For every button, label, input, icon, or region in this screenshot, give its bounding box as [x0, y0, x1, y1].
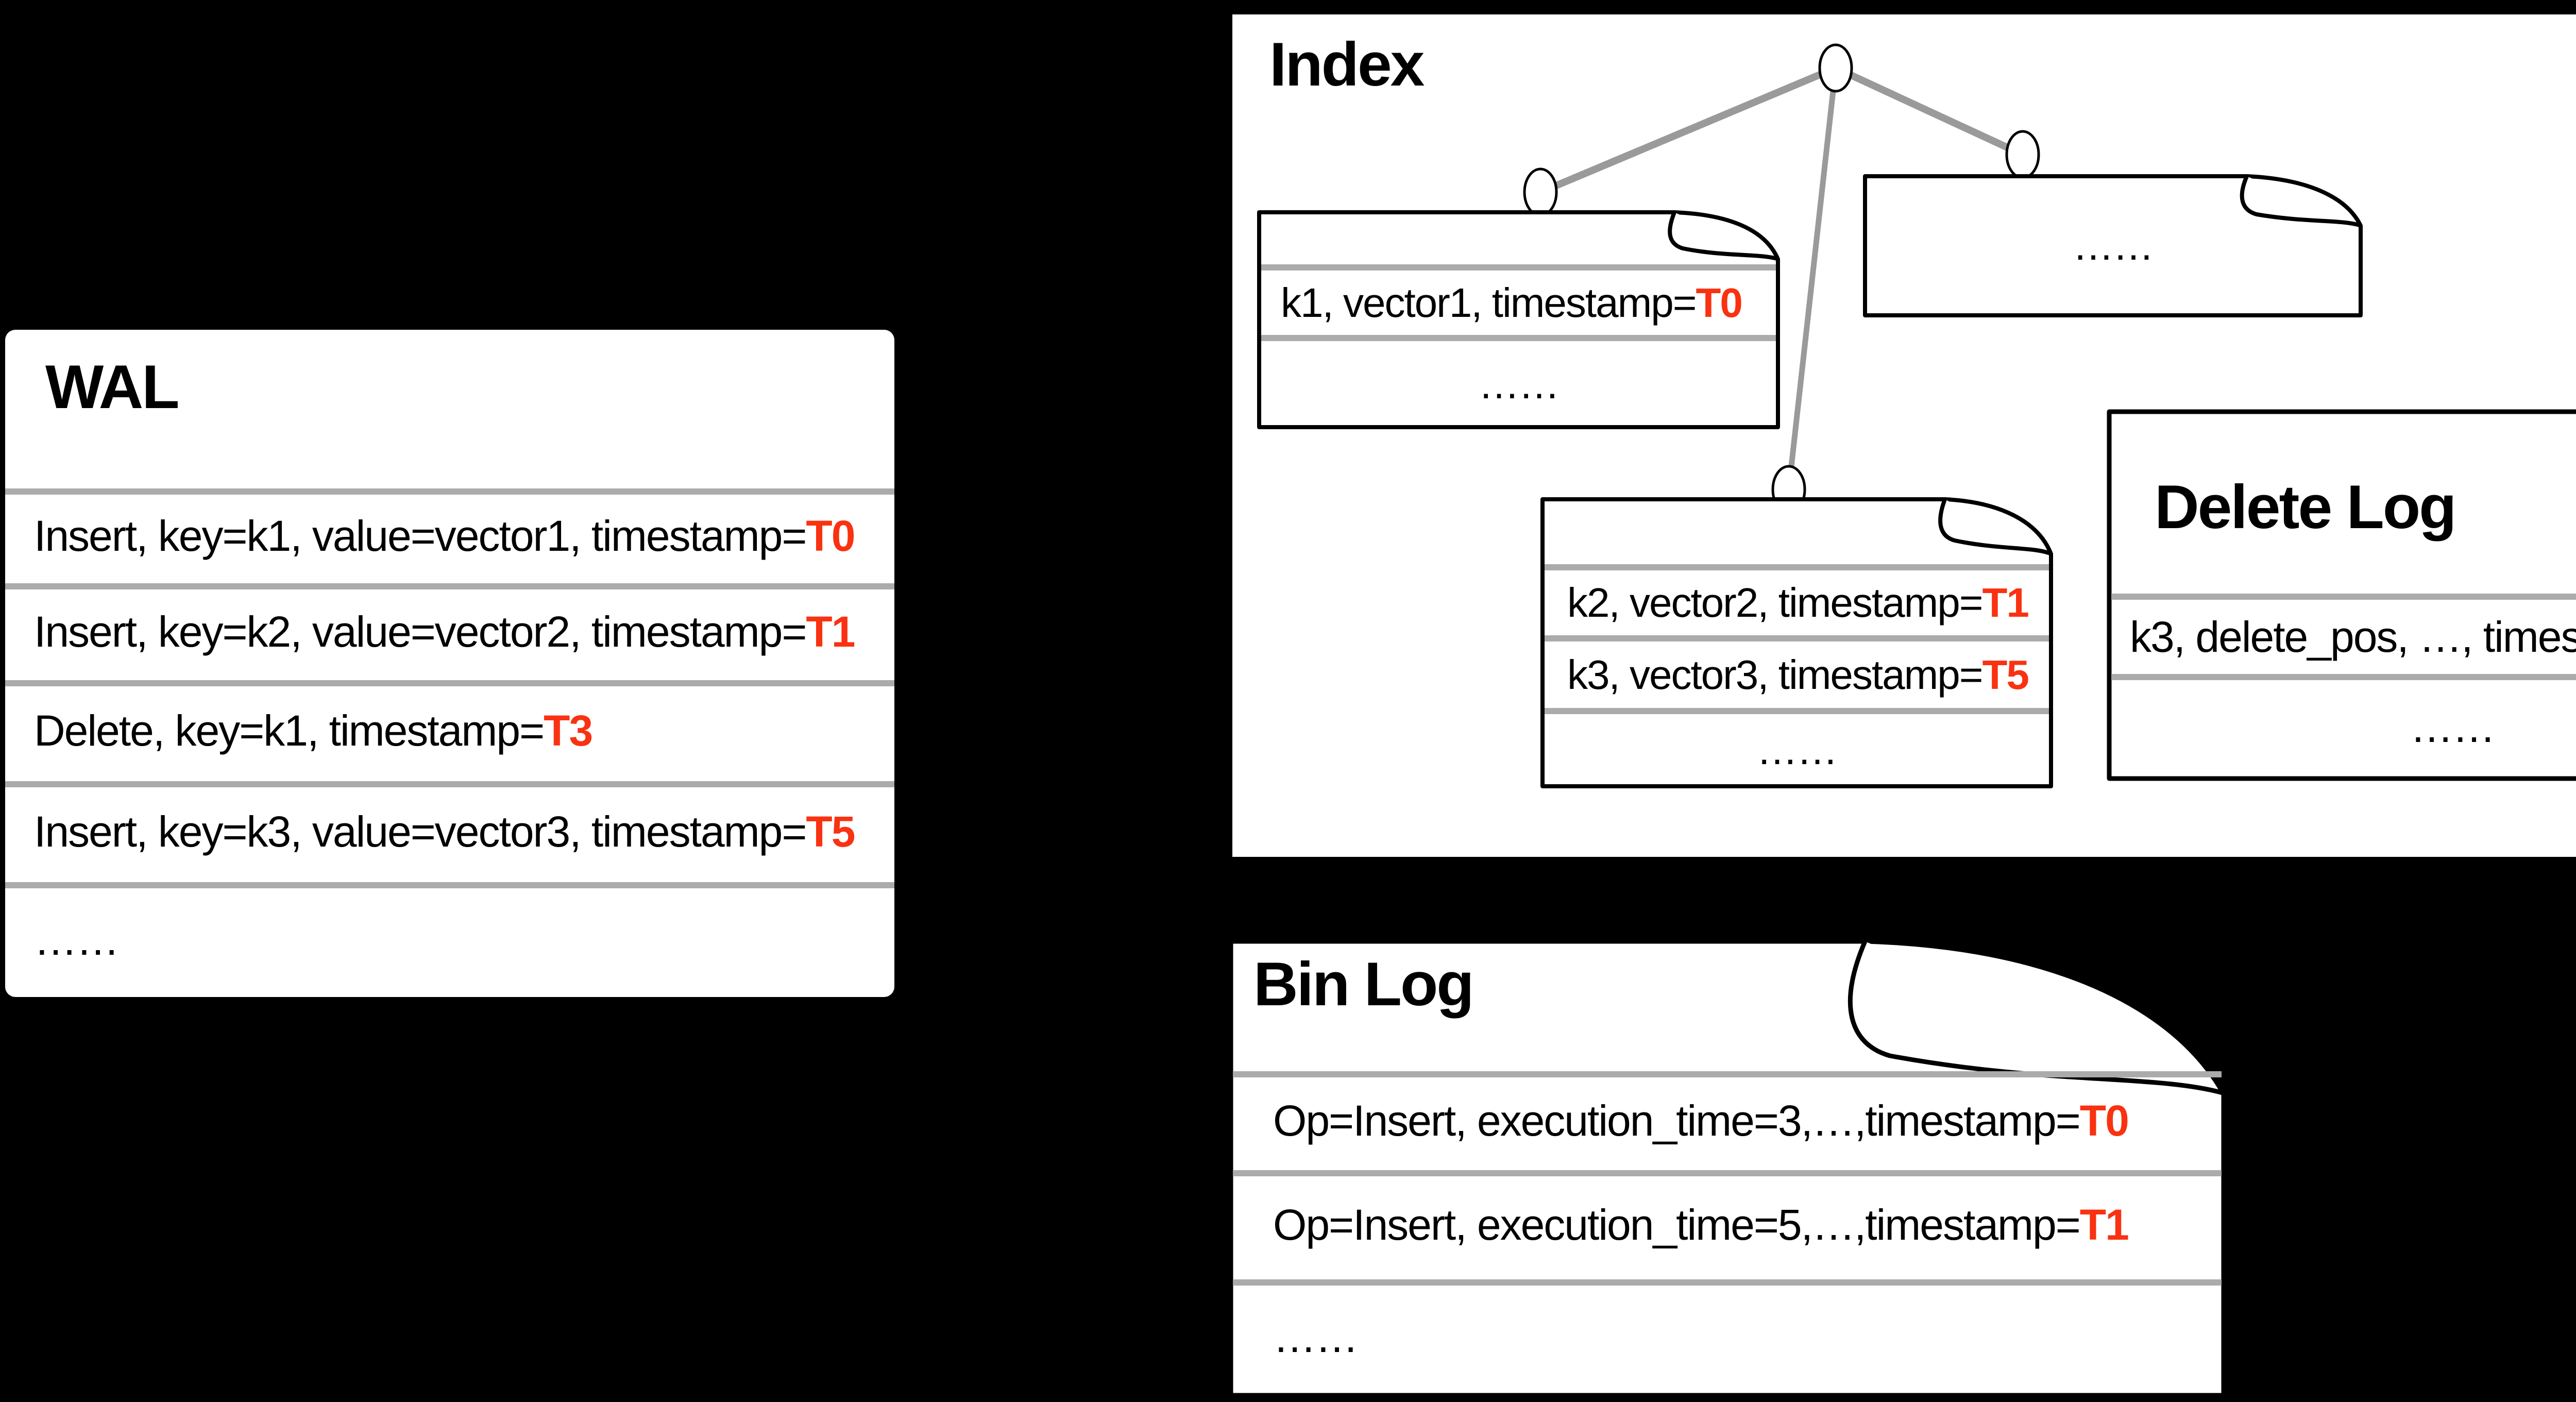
document-body: Delete Log k3, delete_pos, …, timestamp=…	[2107, 410, 2576, 781]
wal-row: Delete, key=k1, timestamp=T3	[9, 686, 890, 775]
timestamp-value: T1	[806, 607, 855, 656]
separator	[5, 781, 894, 787]
wal-row: Insert, key=k2, value=vector2, timestamp…	[9, 589, 890, 674]
separator	[1233, 1071, 2222, 1077]
tree-child-node-left	[1523, 167, 1558, 217]
tree-edge-middle	[1786, 67, 1839, 490]
separator	[1261, 264, 1776, 271]
wal-box: WAL Insert, key=k1, value=vector1, times…	[5, 330, 894, 997]
separator	[1233, 1279, 2222, 1286]
bin-log-row-ellipsis: ……	[1273, 1312, 1359, 1361]
delete-log-row-text: k3, delete_pos, …, timestamp=	[2130, 612, 2576, 661]
bin-log-row: ……	[1233, 1286, 2222, 1389]
separator	[5, 488, 894, 495]
separator	[2111, 594, 2576, 600]
separator	[1545, 635, 2049, 641]
segment-row: ……	[1261, 341, 1776, 427]
tree-edge-right	[1834, 64, 2024, 158]
segment-row-text: k3, vector3, timestamp=	[1567, 651, 1983, 698]
delete-log-row: ……	[2111, 680, 2576, 774]
wal-row: Insert, key=k3, value=vector3, timestamp…	[9, 787, 890, 876]
document-body: k2, vector2, timestamp=T1 k3, vector3, t…	[1540, 497, 2053, 788]
segment-row-ellipsis: ……	[2073, 223, 2154, 268]
tree-root-node	[1818, 43, 1853, 93]
wal-row-text: Insert, key=k3, value=vector3, timestamp…	[34, 807, 807, 856]
wal-row-text: Insert, key=k2, value=vector2, timestamp…	[34, 607, 807, 656]
segment-row: k3, vector3, timestamp=T5	[1545, 641, 2049, 708]
wal-row-text: Insert, key=k1, value=vector1, timestamp…	[34, 511, 807, 560]
segment-row: ……	[1867, 174, 2359, 317]
folded-corner-icon	[1668, 210, 1779, 261]
tree-child-node-right	[2005, 130, 2040, 179]
document-shape	[1540, 497, 2053, 788]
folded-corner-icon	[1848, 939, 2225, 1095]
separator	[2111, 674, 2576, 680]
segment-row: ……	[1545, 714, 2049, 786]
separator	[1545, 564, 2049, 570]
separator	[5, 680, 894, 686]
bin-log-row: Op=Insert, execution_time=5,…,timestamp=…	[1233, 1176, 2222, 1273]
bin-log-title: Bin Log	[1253, 950, 1475, 1019]
separator	[5, 583, 894, 589]
segment-row-ellipsis: ……	[1756, 727, 1838, 773]
tree-edge-left	[1539, 64, 1837, 196]
delete-log-title: Delete Log	[2155, 472, 2456, 542]
segment-row: k1, vector1, timestamp=T0	[1261, 271, 1776, 335]
separator	[1261, 335, 1776, 341]
delete-log-row-ellipsis: ……	[2410, 703, 2496, 751]
delete-log-row: k3, delete_pos, …, timestamp=T3	[2111, 600, 2576, 674]
index-title: Index	[1269, 30, 1425, 99]
wal-row-text: Delete, key=k1, timestamp=	[34, 706, 545, 755]
index-panel: Index k1, vector1, timestamp=T0 ……	[1232, 14, 2576, 857]
document-shape	[1863, 174, 2363, 317]
timestamp-value: T1	[1982, 580, 2029, 626]
bin-log-row: Op=Insert, execution_time=3,…,timestamp=…	[1233, 1077, 2222, 1164]
bin-log-doc: Bin Log Op=Insert, execution_time=3,…,ti…	[1228, 939, 2226, 1398]
separator	[1545, 708, 2049, 714]
document-body: k1, vector1, timestamp=T0 ……	[1257, 210, 1780, 429]
timestamp-value: T1	[2079, 1200, 2129, 1249]
timestamp-value: T5	[1982, 651, 2029, 698]
timestamp-value: T0	[1696, 279, 1742, 326]
segment-row-text: k1, vector1, timestamp=	[1281, 279, 1697, 326]
separator	[5, 882, 894, 888]
bin-log-row-text: Op=Insert, execution_time=5,…,timestamp=	[1273, 1200, 2081, 1249]
wal-row-ellipsis: ……	[34, 915, 120, 964]
separator	[1233, 1170, 2222, 1176]
timestamp-value: T0	[806, 511, 855, 560]
wal-row: ……	[9, 888, 890, 991]
folded-corner-icon	[2240, 174, 2362, 227]
wal-title: WAL	[45, 352, 180, 421]
timestamp-value: T0	[2079, 1096, 2129, 1145]
index-segment-k1-doc: k1, vector1, timestamp=T0 ……	[1257, 210, 1780, 429]
document-body: Bin Log Op=Insert, execution_time=3,…,ti…	[1229, 939, 2226, 1397]
index-tree	[1523, 43, 2040, 514]
bin-log-row-text: Op=Insert, execution_time=3,…,timestamp=	[1273, 1096, 2081, 1145]
index-segment-more-doc: ……	[1863, 174, 2363, 317]
index-segment-k2k3-doc: k2, vector2, timestamp=T1 k3, vector3, t…	[1540, 497, 2053, 788]
timestamp-value: T5	[806, 807, 855, 856]
segment-row-text: k2, vector2, timestamp=	[1567, 580, 1983, 626]
document-body: ……	[1863, 174, 2363, 317]
segment-row: k2, vector2, timestamp=T1	[1545, 570, 2049, 635]
segment-row-ellipsis: ……	[1478, 361, 1560, 407]
wal-row: Insert, key=k1, value=vector1, timestamp…	[9, 495, 890, 577]
timestamp-value: T3	[544, 706, 593, 755]
folded-corner-icon	[1938, 497, 2052, 555]
delete-log-doc: Delete Log k3, delete_pos, …, timestamp=…	[2107, 409, 2576, 781]
